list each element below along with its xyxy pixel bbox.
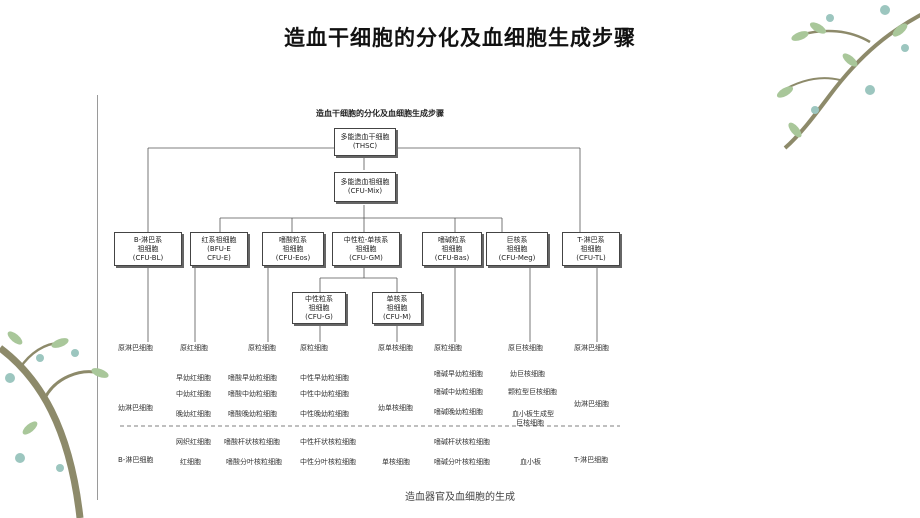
stage-cell: 中性杆状核粒细胞 xyxy=(300,438,356,446)
stage-cell: 原粒细胞 xyxy=(300,344,328,352)
stage-cell: 原淋巴细胞 xyxy=(574,344,609,352)
progenitor-label: 中性粒-单核系 xyxy=(343,235,389,244)
stage-cell: 嗜碱晚幼粒细胞 xyxy=(434,408,483,416)
progenitor-abbr: (CFU-Bas) xyxy=(434,253,470,262)
cfu-gm-box: 中性粒-单核系 祖细胞 (CFU-GM) xyxy=(332,232,400,266)
stage-cell: 嗜酸分叶核粒细胞 xyxy=(226,458,282,466)
stage-cell: 嗜酸早幼粒细胞 xyxy=(228,374,277,382)
stage-cell: 中性中幼粒细胞 xyxy=(300,390,349,398)
stage-cell: 嗜酸杆状核粒细胞 xyxy=(224,438,280,446)
stage-cell: 原红细胞 xyxy=(180,344,208,352)
stage-cell: 嗜酸中幼粒细胞 xyxy=(228,390,277,398)
stage-cell: 中性分叶核粒细胞 xyxy=(300,458,356,466)
cfu-meg-box: 巨核系 祖细胞 (CFU-Meg) xyxy=(486,232,548,266)
progenitor-label: 中性粒系 xyxy=(305,294,333,303)
progenitor-label: 红系祖细胞 xyxy=(201,235,237,244)
thsc-box: 多能造血干细胞 (THSC) xyxy=(334,128,396,156)
stage-cell: 原巨核细胞 xyxy=(508,344,543,352)
cfu-mix-abbr: (CFU-Mix) xyxy=(347,187,383,195)
progenitor-label: (BFU-E xyxy=(207,244,231,253)
cfu-e-box: 红系祖细胞 (BFU-E CFU-E) xyxy=(190,232,248,266)
branch-decoration-top-right xyxy=(776,5,920,150)
stage-cell: 中性晚幼粒细胞 xyxy=(300,410,349,418)
slide-title: 造血干细胞的分化及血细胞生成步骤 xyxy=(284,26,636,50)
progenitor-abbr: (CFU-TL) xyxy=(576,253,606,262)
stage-cell: 巨核细胞 xyxy=(516,419,544,427)
cfu-eos-box: 嗜酸粒系 祖细胞 (CFU-Eos) xyxy=(262,232,324,266)
progenitor-label: 祖细胞 xyxy=(355,244,377,253)
stage-cell: 网织红细胞 xyxy=(176,438,211,446)
stage-cell: 早幼红细胞 xyxy=(176,374,211,382)
stage-cell: 晚幼红细胞 xyxy=(176,410,211,418)
progenitor-abbr: CFU-E) xyxy=(207,253,231,262)
cfu-bl-box: B-淋巴系 祖细胞 (CFU-BL) xyxy=(114,232,182,266)
thsc-abbr: (THSC) xyxy=(352,142,378,150)
differentiation-diagram: 造血干细胞的分化及血细胞生成步骤 xyxy=(100,100,660,480)
stage-cell: 嗜酸晚幼粒细胞 xyxy=(228,410,277,418)
stage-cell: 幼单核细胞 xyxy=(378,404,413,412)
stage-cell: 幼淋巴细胞 xyxy=(118,404,153,412)
progenitor-label: T-淋巴系 xyxy=(577,235,605,244)
progenitor-label: 祖细胞 xyxy=(441,244,463,253)
cfu-mix-label: 多能造血祖细胞 xyxy=(340,178,390,186)
stage-cell: 嗜碱中幼粒细胞 xyxy=(434,388,483,396)
left-rule xyxy=(97,95,98,500)
stage-cell: 幼巨核细胞 xyxy=(510,370,545,378)
stage-cell: 嗜碱分叶核粒细胞 xyxy=(434,458,490,466)
progenitor-label: B-淋巴系 xyxy=(133,235,163,244)
cfu-g-box: 中性粒系 祖细胞 (CFU-G) xyxy=(292,292,346,324)
progenitor-label: 嗜酸粒系 xyxy=(279,235,307,244)
stage-cell: 血小板 xyxy=(520,458,541,466)
progenitor-abbr: (CFU-Meg) xyxy=(498,253,536,262)
cfu-mix-box: 多能造血祖细胞 (CFU-Mix) xyxy=(334,172,396,202)
branch-decoration-bottom-left xyxy=(0,331,109,518)
thsc-label: 多能造血干细胞 xyxy=(340,133,390,141)
stage-cell: 中性早幼粒细胞 xyxy=(300,374,349,382)
progenitor-label: 祖细胞 xyxy=(506,244,528,253)
stage-cell: 中幼红细胞 xyxy=(176,390,211,398)
progenitor-abbr: (CFU-G) xyxy=(305,312,333,321)
stage-cell: 幼淋巴细胞 xyxy=(574,400,609,408)
progenitor-label: 祖细胞 xyxy=(137,244,159,253)
stage-cell: 颗粒型巨核细胞 xyxy=(508,388,557,396)
stage-cell: 原粒细胞 xyxy=(248,344,276,352)
diagram-title: 造血干细胞的分化及血细胞生成步骤 xyxy=(316,109,444,118)
stage-cell: 嗜碱杆状核粒细胞 xyxy=(434,438,490,446)
stage-cell: 单核细胞 xyxy=(382,458,410,466)
progenitor-abbr: (CFU-BL) xyxy=(132,253,164,262)
stage-cell: T-淋巴细胞 xyxy=(574,456,609,464)
progenitor-label: 祖细胞 xyxy=(580,244,602,253)
cfu-m-box: 单核系 祖细胞 (CFU-M) xyxy=(372,292,422,324)
progenitor-label: 祖细胞 xyxy=(308,303,330,312)
progenitor-label: 巨核系 xyxy=(506,235,528,244)
cfu-bas-box: 嗜碱粒系 祖细胞 (CFU-Bas) xyxy=(422,232,482,266)
stage-cell: 嗜碱早幼粒细胞 xyxy=(434,370,483,378)
slide-footer: 造血器官及血细胞的生成 xyxy=(405,492,515,503)
progenitor-label: 单核系 xyxy=(386,294,408,303)
stage-cell: 血小板生成型 xyxy=(512,410,554,418)
stage-cell: B-淋巴细胞 xyxy=(118,456,154,464)
cfu-tl-box: T-淋巴系 祖细胞 (CFU-TL) xyxy=(562,232,620,266)
progenitor-abbr: (CFU-GM) xyxy=(349,253,383,262)
stage-cell: 红细胞 xyxy=(180,458,201,466)
progenitor-label: 祖细胞 xyxy=(282,244,304,253)
stage-cell: 原单核细胞 xyxy=(378,344,413,352)
progenitor-label: 祖细胞 xyxy=(386,303,408,312)
progenitor-label: 嗜碱粒系 xyxy=(438,235,466,244)
connector-lines xyxy=(120,147,620,427)
stage-cell: 原粒细胞 xyxy=(434,344,462,352)
stage-cell: 原淋巴细胞 xyxy=(118,344,153,352)
progenitor-abbr: (CFU-M) xyxy=(382,312,412,321)
progenitor-abbr: (CFU-Eos) xyxy=(275,253,311,262)
